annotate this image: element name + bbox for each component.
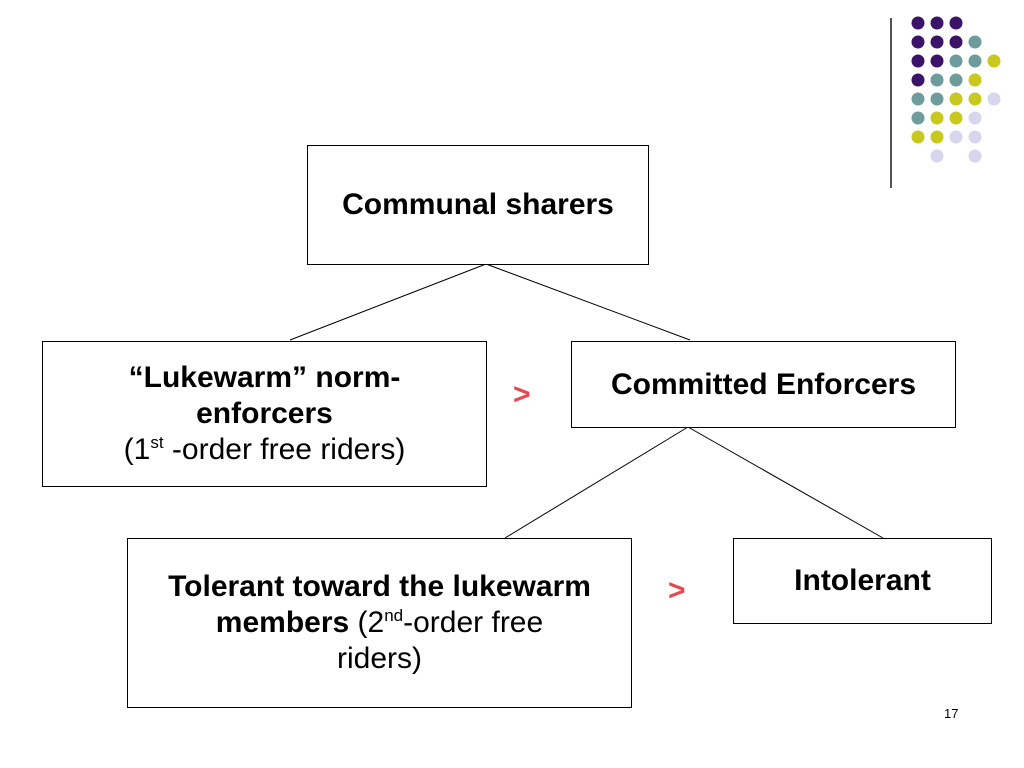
node-communal-sharers: Communal sharers (307, 145, 649, 265)
decorative-dot (949, 111, 963, 125)
decorative-dot (949, 92, 963, 106)
node-committed-enforcers-label: Committed Enforcers (610, 367, 917, 401)
decorative-dot (949, 130, 963, 144)
edge-root-to-lukewarm (289, 263, 487, 341)
decorative-divider (890, 18, 892, 188)
decorative-dot (930, 111, 944, 125)
node-committed-enforcers: Committed Enforcers (571, 341, 956, 428)
node-tolerant-line1: Tolerant toward the lukewarm (168, 570, 591, 603)
decorative-dot (968, 73, 982, 87)
decorative-dot (930, 16, 944, 30)
decorative-dot (911, 92, 925, 106)
decorative-dot-grid (911, 16, 1001, 163)
decorative-dot (968, 111, 982, 125)
edge-root-to-committed (485, 263, 691, 341)
node-lukewarm-detail-sup: st (150, 433, 164, 452)
node-lukewarm-enforcers: “Lukewarm” norm- enforcers (1st -order f… (42, 341, 487, 487)
decorative-dot (949, 73, 963, 87)
decorative-dot (968, 54, 982, 68)
node-tolerant-line2: members (2nd-order free (168, 605, 591, 641)
decorative-dot (968, 92, 982, 106)
node-lukewarm-line1: “Lukewarm” norm- (128, 361, 401, 394)
decorative-dot (930, 130, 944, 144)
edge-committed-to-intolerant (687, 426, 884, 539)
node-lukewarm-detail: (1st -order free riders) (124, 432, 406, 468)
decorative-dot (911, 130, 925, 144)
page-number: 17 (944, 706, 959, 721)
decorative-dot (911, 16, 925, 30)
decorative-dot (911, 54, 925, 68)
comparison-greater-than-1: > (513, 378, 531, 411)
node-intolerant-label: Intolerant (794, 564, 931, 597)
decorative-dot (911, 111, 925, 125)
decorative-dot (930, 92, 944, 106)
node-lukewarm-detail-prefix: (1 (123, 433, 151, 466)
decorative-dot (987, 92, 1001, 106)
node-tolerant-detail-prefix: (2 (349, 606, 385, 639)
decorative-dot (968, 130, 982, 144)
decorative-dot (949, 35, 963, 49)
node-tolerant-detail-suffix: -order free (403, 606, 544, 639)
node-tolerant-bold-line2: members (215, 606, 350, 639)
decorative-dot (949, 54, 963, 68)
decorative-dot (968, 149, 982, 163)
node-lukewarm-line2: enforcers (196, 397, 333, 430)
decorative-dot (930, 35, 944, 49)
node-lukewarm-detail-suffix: -order free riders) (163, 433, 406, 466)
comparison-greater-than-2: > (668, 574, 686, 607)
node-tolerant-line3: riders) (336, 642, 422, 675)
decorative-dot (930, 149, 944, 163)
decorative-dot (987, 54, 1001, 68)
decorative-dot (930, 54, 944, 68)
edge-committed-to-tolerant (504, 426, 689, 539)
node-intolerant: Intolerant (733, 538, 992, 624)
decorative-dot (949, 16, 963, 30)
decorative-dot (968, 35, 982, 49)
node-communal-sharers-label: Communal sharers (342, 188, 614, 221)
node-tolerant: Tolerant toward the lukewarm members (2n… (127, 538, 632, 708)
decorative-dot (911, 35, 925, 49)
decorative-dot (930, 73, 944, 87)
decorative-dot (911, 73, 925, 87)
node-tolerant-detail-sup: nd (384, 606, 404, 625)
